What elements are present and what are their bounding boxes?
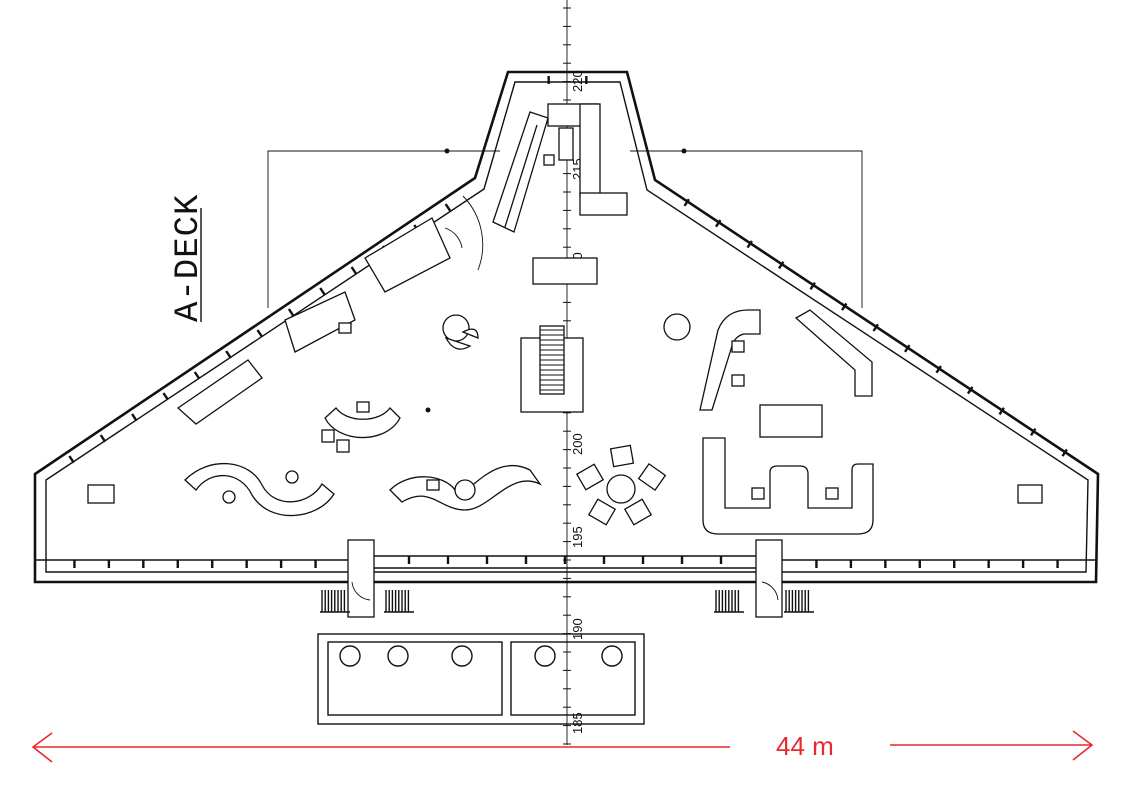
lower-deck	[317, 633, 645, 725]
entrances	[320, 539, 814, 618]
bow-lounge	[492, 103, 628, 285]
leader-lines	[267, 148, 863, 308]
axis-tick-195: 195	[570, 526, 585, 548]
axis-tick-185: 185	[570, 712, 585, 734]
starboard-furniture	[575, 309, 1043, 535]
width-dimension: 44 m	[31, 730, 1094, 763]
central-staircase	[520, 325, 584, 413]
deck-label: A-DECK	[170, 194, 208, 322]
port-furniture	[87, 195, 542, 517]
dimension-label: 44 m	[776, 731, 834, 761]
deck-label-group: A-DECK	[170, 194, 208, 322]
axis-tick-220: 220	[570, 70, 585, 92]
axis-tick-190: 190	[570, 618, 585, 640]
axis-tick-200: 200	[570, 433, 585, 455]
